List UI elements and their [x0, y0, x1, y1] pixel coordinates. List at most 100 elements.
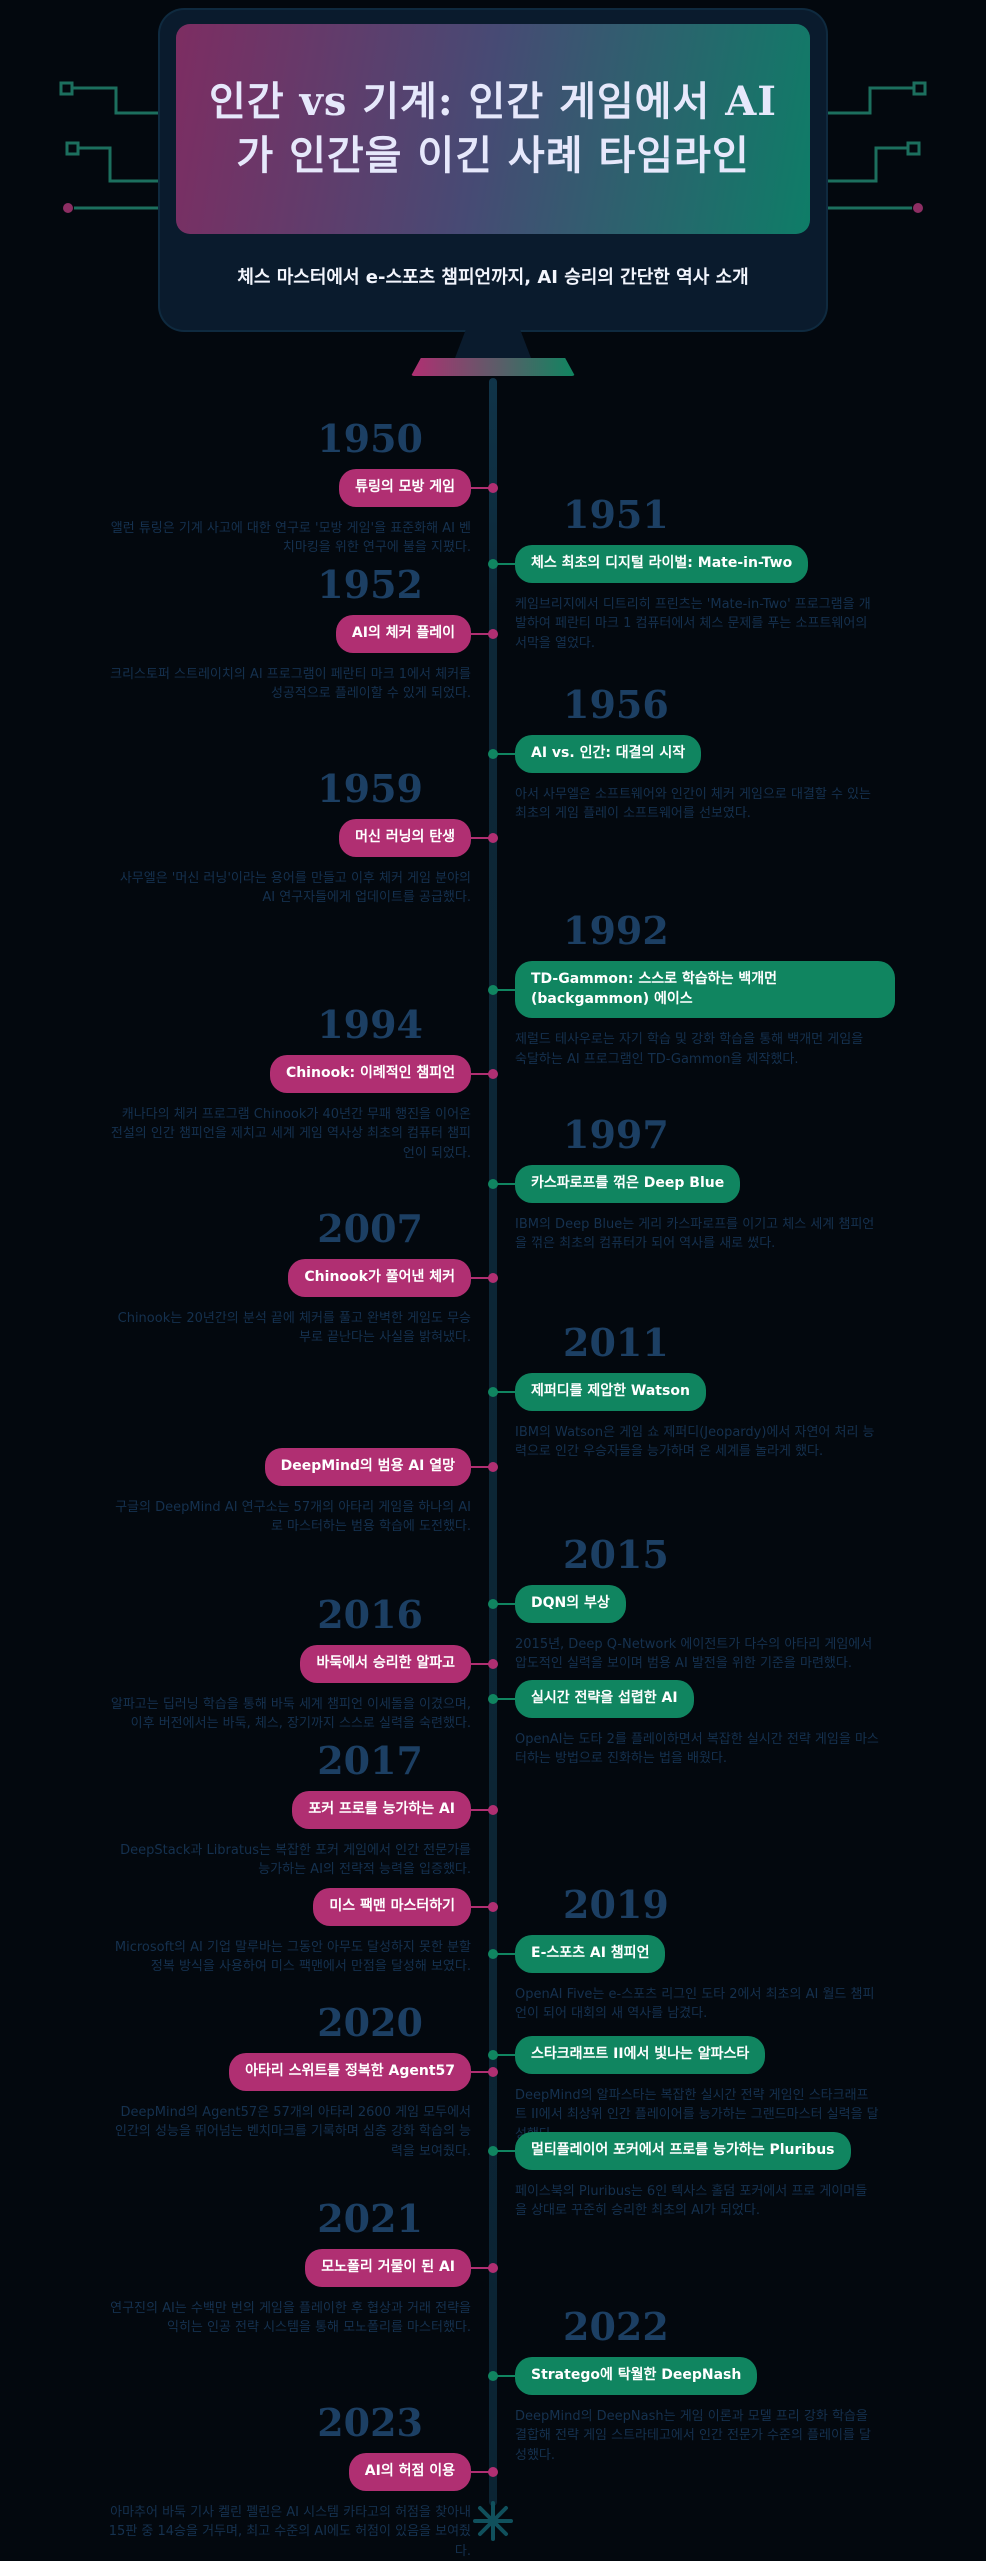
- entry-year: 2011: [563, 1320, 669, 1365]
- entry-description: IBM의 Watson은 게임 쇼 제퍼디(Jeopardy)에서 자연어 처리…: [515, 1424, 875, 1460]
- timeline-entry-2021: 2021 모노폴리 거물이 된 AI 연구진의 AI는 수백만 번의 게임을 플…: [91, 2196, 498, 2338]
- timeline-entry-2007: 2007 Chinook가 풀어낸 체커 Chinook는 20년간의 분석 끝…: [91, 1206, 498, 1348]
- entry-description: 아마추어 바둑 기사 켈린 펠린은 AI 시스템 카타고의 허점을 찾아내 15…: [108, 2504, 471, 2559]
- timeline-entry-1952: 1952 AI의 체커 플레이 크리스토퍼 스트레이치의 AI 프로그램이 페란…: [91, 562, 499, 704]
- entry-description: 케임브리지에서 디트리히 프린츠는 'Mate-in-Two' 프로그램을 개발…: [515, 596, 871, 651]
- entry-year: 2016: [317, 1592, 423, 1637]
- entry-badge: 멀티플레이어 포커에서 프로를 능가하는 Pluribus: [488, 2132, 851, 2170]
- monitor-subtitle-bar: 체스 마스터에서 e-스포츠 챔피언까지, AI 승리의 간단한 역사 소개: [176, 238, 810, 318]
- entry-description: 앨런 튜링은 기계 사고에 대한 연구로 '모방 게임'을 표준화해 AI 벤치…: [110, 520, 471, 556]
- entry-badge: Chinook: 이례적인 챔피언: [269, 1055, 499, 1093]
- entry-description: IBM의 Deep Blue는 게리 카스파로프를 이기고 체스 세계 챔피언을…: [515, 1216, 875, 1252]
- timeline-entry-1956: 1956 AI vs. 인간: 대결의 시작 아서 사무엘은 소프트웨어와 인간…: [487, 682, 895, 824]
- timeline-entry-1959: 1959 머신 러닝의 탄생 사무엘은 '머신 러닝'이라는 용어를 만들고 이…: [91, 766, 498, 908]
- entry-badge: 카스파로프를 꺾은 Deep Blue: [487, 1165, 741, 1203]
- entry-badge: 아타리 스위트를 정복한 Agent57: [229, 2053, 498, 2091]
- entry-year: 1992: [563, 908, 669, 953]
- entry-year: 1952: [317, 562, 423, 607]
- entry-description: 구글의 DeepMind AI 연구소는 57개의 아타리 게임을 하나의 AI…: [115, 1499, 471, 1535]
- timeline-entry-2020: 2020 아타리 스위트를 정복한 Agent57 DeepMind의 Agen…: [91, 2000, 498, 2161]
- monitor-graphic: 인간 vs 기계: 인간 게임에서 AI 가 인간을 이긴 사례 타임라인 체스…: [160, 10, 826, 330]
- entry-description: DeepStack과 Libratus는 복잡한 포커 게임에서 인간 전문가를…: [120, 1842, 471, 1878]
- entry-badge: Chinook가 풀어낸 체커: [288, 1259, 498, 1297]
- timeline-line: [489, 378, 497, 2506]
- entry-description: 아서 사무엘은 소프트웨어와 인간이 체커 게임으로 대결할 수 있는 최초의 …: [515, 786, 871, 822]
- entry-badge: 제퍼디를 제압한 Watson: [488, 1373, 706, 1411]
- timeline-entry-ms-pacman: 미스 팩맨 마스터하기 Microsoft의 AI 기업 말루바는 그동안 아무…: [91, 1888, 498, 1977]
- entry-badge: DeepMind의 범용 AI 열망: [264, 1448, 499, 1486]
- page-title-line2: 가 인간을 이긴 사례 타임라인: [236, 132, 750, 179]
- timeline-entry-deepmind: DeepMind의 범용 AI 열망 구글의 DeepMind AI 연구소는 …: [91, 1448, 499, 1537]
- page-subtitle: 체스 마스터에서 e-스포츠 챔피언까지, AI 승리의 간단한 역사 소개: [237, 267, 749, 289]
- monitor-stand-neck: [455, 330, 531, 358]
- circuit-node-dot: [63, 203, 73, 213]
- timeline-entry-alphastar: 스타크래프트 II에서 빛나는 알파스타 DeepMind의 알파스타는 복잡한…: [487, 2036, 895, 2144]
- timeline-entry-1994: 1994 Chinook: 이례적인 챔피언 캐나다의 체커 프로그램 Chin…: [91, 1002, 499, 1163]
- entry-year: 2020: [317, 2000, 423, 2045]
- entry-description: OpenAI Five는 e-스포츠 리그인 도타 2에서 최초의 AI 월드 …: [515, 1986, 875, 2022]
- entry-year: 2023: [317, 2400, 423, 2445]
- timeline-entry-2017: 2017 포커 프로를 능가하는 AI DeepStack과 Libratus는…: [91, 1738, 498, 1880]
- entry-year: 2022: [563, 2304, 669, 2349]
- timeline-entry-pluribus: 멀티플레이어 포커에서 프로를 능가하는 Pluribus 페이스북의 Plur…: [488, 2132, 895, 2221]
- entry-description: 알파고는 딥러닝 학습을 통해 바둑 세계 챔피언 이세돌을 이겼으며, 이후 …: [110, 1696, 471, 1732]
- timeline-entry-2015: 2015 DQN의 부상 2015년, Deep Q-Network 에이전트가…: [488, 1532, 895, 1674]
- entry-year: 2017: [317, 1738, 423, 1783]
- timeline-entry-2011: 2011 제퍼디를 제압한 Watson IBM의 Watson은 게임 쇼 제…: [488, 1320, 895, 1462]
- entry-badge: 바둑에서 승리한 알파고: [300, 1645, 498, 1683]
- entry-year: 1951: [563, 492, 669, 537]
- starburst-icon: [473, 2501, 513, 2541]
- entry-badge: AI vs. 인간: 대결의 시작: [487, 735, 702, 773]
- entry-year: 1997: [563, 1112, 669, 1157]
- entry-year: 1959: [317, 766, 423, 811]
- timeline-entry-1951: 1951 체스 최초의 디지털 라이벌: Mate-in-Two 케임브리지에서…: [487, 492, 895, 653]
- entry-badge: 미스 팩맨 마스터하기: [313, 1888, 498, 1926]
- entry-year: 1956: [563, 682, 669, 727]
- entry-year: 1950: [317, 416, 423, 461]
- timeline-entry-realtime-strategy: 실시간 전략을 섭렵한 AI OpenAI는 도타 2를 플레이하면서 복잡한 …: [488, 1680, 895, 1769]
- entry-description: DeepMind의 Agent57은 57개의 아타리 2600 게임 모두에서…: [115, 2104, 471, 2159]
- monitor-screen: 인간 vs 기계: 인간 게임에서 AI 가 인간을 이긴 사례 타임라인: [176, 24, 810, 234]
- entry-description: 제럴드 테사우로는 자기 학습 및 강화 학습을 통해 백개먼 게임을 숙달하는…: [515, 1032, 864, 1067]
- entry-description: 연구진의 AI는 수백만 번의 게임을 플레이한 후 협상과 거래 전략을 익히…: [110, 2300, 471, 2336]
- entry-badge: E-스포츠 AI 챔피언: [487, 1935, 666, 1973]
- entry-badge: 머신 러닝의 탄생: [339, 819, 498, 857]
- entry-description: Chinook는 20년간의 분석 끝에 체커를 풀고 완벽한 게임도 무승부로…: [117, 1310, 471, 1346]
- timeline-entry-2019: 2019 E-스포츠 AI 챔피언 OpenAI Five는 e-스포츠 리그인…: [487, 1882, 895, 2024]
- circuit-node-dot: [913, 203, 923, 213]
- timeline-entry-1992: 1992 TD-Gammon: 스스로 학습하는 백개먼 (backgammon…: [488, 908, 895, 1069]
- entry-description: 크리스토퍼 스트레이치의 AI 프로그램이 페란티 마크 1에서 체커를 성공적…: [110, 666, 471, 702]
- entry-badge: AI의 체커 플레이: [335, 615, 499, 653]
- page-title-line1: 인간 vs 기계: 인간 게임에서 AI: [209, 78, 777, 125]
- entry-badge: 스타크래프트 II에서 빛나는 알파스타: [487, 2036, 766, 2074]
- entry-badge: TD-Gammon: 스스로 학습하는 백개먼 (backgammon) 에이스: [488, 961, 895, 1019]
- entry-year: 2021: [317, 2196, 423, 2241]
- entry-description: 2015년, Deep Q-Network 에이전트가 다수의 아타리 게임에서…: [515, 1636, 873, 1672]
- circuit-decoration-left: [59, 81, 158, 213]
- entry-badge: DQN의 부상: [488, 1585, 626, 1623]
- timeline-entry-1997: 1997 카스파로프를 꺾은 Deep Blue IBM의 Deep Blue는…: [487, 1112, 895, 1254]
- circuit-decoration-right: [828, 81, 927, 213]
- entry-badge: 실시간 전략을 섭렵한 AI: [488, 1680, 694, 1718]
- timeline-entry-2022: 2022 Stratego에 탁월한 DeepNash DeepMind의 De…: [487, 2304, 895, 2465]
- timeline-entry-2016: 2016 바둑에서 승리한 알파고 알파고는 딥러닝 학습을 통해 바둑 세계 …: [91, 1592, 498, 1734]
- page-title: 인간 vs 기계: 인간 게임에서 AI 가 인간을 이긴 사례 타임라인: [189, 75, 797, 183]
- entry-badge: 포커 프로를 능가하는 AI: [292, 1791, 498, 1829]
- entry-badge: 체스 최초의 디지털 라이벌: Mate-in-Two: [487, 545, 809, 583]
- entry-year: 2019: [563, 1882, 669, 1927]
- entry-year: 2015: [563, 1532, 669, 1577]
- timeline-entry-1950: 1950 튜링의 모방 게임 앨런 튜링은 기계 사고에 대한 연구로 '모방 …: [91, 416, 498, 558]
- entry-description: Microsoft의 AI 기업 말루바는 그동안 아무도 달성하지 못한 분할…: [114, 1939, 471, 1975]
- entry-description: 페이스북의 Pluribus는 6인 텍사스 홀덤 포커에서 프로 게이머들을 …: [515, 2183, 868, 2219]
- entry-description: 캐나다의 체커 프로그램 Chinook가 40년간 무패 행진을 이어온 전설…: [110, 1106, 471, 1161]
- timeline-entry-2023: 2023 AI의 허점 이용 아마추어 바둑 기사 켈린 펠린은 AI 시스템 …: [91, 2400, 499, 2561]
- entry-description: OpenAI는 도타 2를 플레이하면서 복잡한 실시간 전략 게임을 마스터하…: [515, 1731, 879, 1767]
- entry-year: 2007: [317, 1206, 423, 1251]
- entry-badge: AI의 허점 이용: [348, 2453, 499, 2491]
- entry-badge: 모노폴리 거물이 된 AI: [305, 2249, 498, 2287]
- entry-badge: Stratego에 탁월한 DeepNash: [487, 2357, 758, 2395]
- entry-badge: 튜링의 모방 게임: [339, 469, 498, 507]
- entry-description: 사무엘은 '머신 러닝'이라는 용어를 만들고 이후 체커 게임 분야의 AI …: [119, 870, 471, 906]
- entry-year: 1994: [317, 1002, 423, 1047]
